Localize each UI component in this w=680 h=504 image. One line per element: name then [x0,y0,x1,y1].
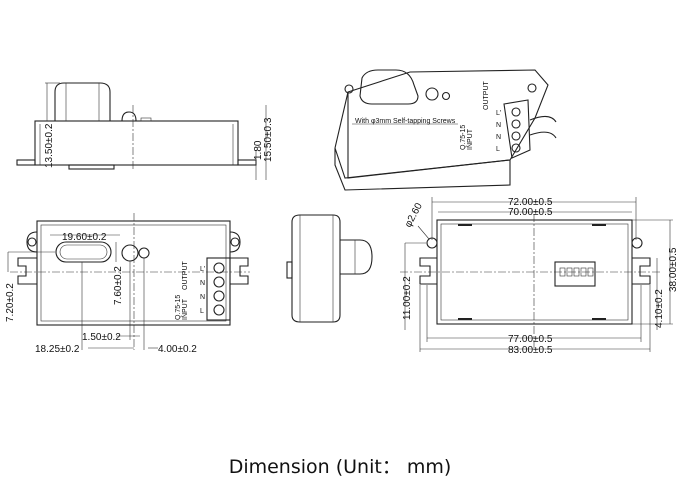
back-view: 72.00±0.5 70.00±0.5 77.00±0.5 83.00±0.5 … [400,197,679,356]
back-hole-dia-label: φ2.60 [403,201,425,229]
back-mount-hole-right [631,237,643,249]
front-lens [55,241,112,263]
front-gap-label: 1.50±0.2 [82,332,121,343]
front-terminal-block [206,257,231,321]
back-hole-offset-label: 11.00±0.2 [402,276,413,320]
back-width-holes-label: 72.00±0.5 [508,197,553,208]
front-terminal-3: N [200,280,205,287]
caption: Dimension (Unit： mm) [228,456,452,478]
end-body [291,214,341,323]
back-width-total-label: 83.00±0.5 [508,345,553,356]
front-input-label: INPUT [182,298,189,320]
side-led-dome [121,111,137,122]
side-lens-cap [54,82,111,121]
isometric-view: With φ3mm Self-tapping Screws Q.75-15 IN… [334,69,557,191]
front-view: Q.75-15 INPUT OUTPUT L' N N L 19.60±0.2 … [5,213,250,355]
side-flange-label: 1.80 [253,140,264,160]
front-lens-width-label: 19.60±0.2 [62,232,107,243]
end-view [286,214,373,323]
side-height-total-label: 15.50±0.3 [263,117,274,162]
front-output-label: OUTPUT [182,261,189,291]
front-led-pos-label: 4.00±0.2 [158,344,197,355]
back-slot-offset-label: 4.10±0.2 [654,289,665,328]
front-terminal-4: L' [200,266,205,273]
side-height-body-label: 13.50±0.2 [44,123,55,168]
front-led-small [138,247,150,259]
iso-input-label: INPUT [467,128,474,150]
iso-screw-note: With φ3mm Self-tapping Screws [355,118,456,125]
iso-terminal-1: L [496,146,500,153]
iso-terminal-2: N [496,134,501,141]
iso-terminal-block [503,99,531,159]
iso-model: Q.75-15 [460,125,467,150]
back-width-slots-label: 77.00±0.5 [508,334,553,345]
front-led-large [121,244,139,262]
side-body [34,120,239,166]
front-offset-label: 7.20±0.2 [5,283,16,322]
iso-terminal-3: N [496,122,501,129]
front-lens-pos-label: 18.25±0.2 [35,344,80,355]
front-terminal-1: L [200,308,204,315]
front-model: Q.75-15 [175,295,182,320]
iso-lens [359,69,419,105]
dip-switch [554,261,596,287]
iso-output-label: OUTPUT [483,81,490,111]
front-lens-height-label: 7.60±0.2 [113,266,124,305]
back-height-total-label: 38.00±0.5 [668,247,679,292]
iso-terminal-4: L' [496,110,501,117]
side-view: 13.50±0.2 1.80 15.50±0.3 [16,82,274,180]
front-terminal-2: N [200,294,205,301]
end-lens-protrusion [340,239,373,275]
back-width-body-label: 70.00±0.5 [508,207,553,218]
